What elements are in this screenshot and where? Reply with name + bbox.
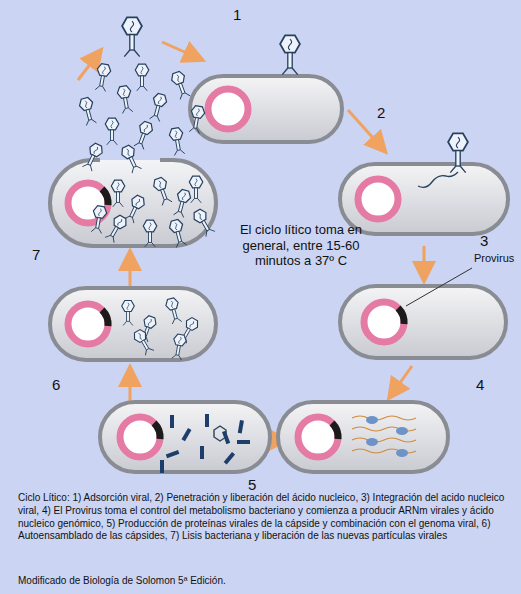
callout-number: 7	[32, 246, 40, 264]
callout-number: 1	[233, 6, 241, 24]
part-label: Provirus	[474, 252, 514, 265]
callout-number: 2	[377, 104, 385, 122]
callout-number: 4	[476, 376, 484, 394]
callout-number: 5	[248, 476, 256, 494]
source-note: Modificado de Biología de Solomon 5ª Edi…	[18, 575, 226, 587]
note-text: El ciclo lítico toma en general, entre 1…	[226, 222, 376, 269]
callout-number: 6	[52, 376, 60, 394]
caption: Ciclo Lítico: 1) Adsorción viral, 2) Pen…	[18, 492, 506, 543]
callout-number: 3	[480, 232, 488, 250]
